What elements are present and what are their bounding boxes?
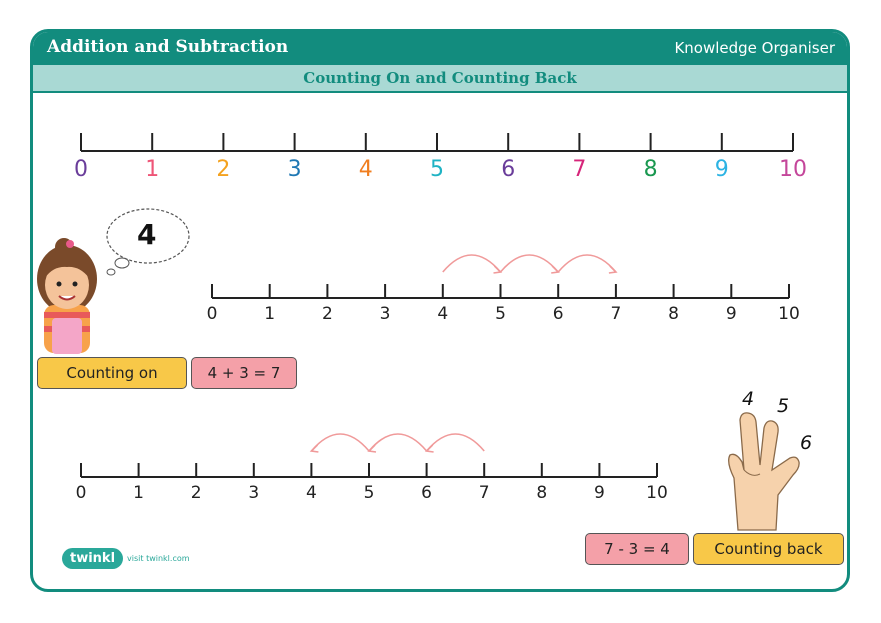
tick-label: 9 (594, 483, 605, 503)
jump-arc (425, 433, 485, 452)
tick-label: 4 (437, 304, 448, 324)
counting-back-number-line: 0 1 2 3 4 5 6 7 8 9 10 (76, 433, 668, 503)
jump-arc (557, 254, 617, 273)
tick-label: 9 (715, 157, 729, 182)
tick-label: 8 (668, 304, 679, 324)
tick-label: 8 (644, 157, 658, 182)
tick-label: 5 (364, 483, 375, 503)
counting-on-number-line: 0 1 2 3 4 5 6 7 8 9 10 (207, 254, 800, 324)
header-right-label: Knowledge Organiser (674, 39, 835, 57)
tick-label: 5 (430, 157, 444, 182)
knowledge-organiser-card: Addition and Subtraction Knowledge Organ… (30, 29, 850, 592)
counting-on-equation: 4 + 3 = 7 (191, 357, 297, 389)
tick-label: 10 (779, 157, 807, 182)
tick-label: 7 (479, 483, 490, 503)
finger-number-1: 4 (742, 388, 755, 410)
jump-arc (368, 433, 428, 452)
hand-illustration (728, 412, 800, 531)
finger-number-2: 5 (777, 395, 790, 417)
finger-number-3: 6 (800, 432, 813, 454)
page-title: Addition and Subtraction (47, 37, 289, 57)
tick-label: 4 (306, 483, 317, 503)
jump-arc (499, 254, 559, 273)
twinkl-brand: twinkl (62, 548, 124, 569)
girl-illustration (37, 238, 97, 354)
tick-label: 1 (264, 304, 275, 324)
tick-label: 3 (248, 483, 259, 503)
tick-label: 9 (726, 304, 737, 324)
tick-label: 8 (536, 483, 547, 503)
tick-label: 2 (322, 304, 333, 324)
counting-back-label: Counting back (693, 533, 844, 565)
tick-label: 0 (76, 483, 87, 503)
tick-label: 0 (74, 157, 88, 182)
tick-label: 10 (778, 304, 800, 324)
tick-label: 3 (288, 157, 302, 182)
thought-bubble (106, 208, 190, 276)
tick-label: 7 (610, 304, 621, 324)
subtitle-bar: Counting On and Counting Back (33, 65, 847, 93)
counting-on-label: Counting on (37, 357, 187, 389)
top-number-line: 0 1 2 3 4 5 6 7 8 9 10 (74, 133, 807, 182)
tick-label: 5 (495, 304, 506, 324)
tick-label: 0 (207, 304, 218, 324)
tick-label: 6 (501, 157, 515, 182)
jump-arrowhead (309, 444, 319, 453)
tick-label: 3 (380, 304, 391, 324)
jump-arc (310, 433, 370, 452)
tick-label: 6 (553, 304, 564, 324)
tick-label: 1 (133, 483, 144, 503)
tick-label: 1 (145, 157, 159, 182)
tick-label: 2 (216, 157, 230, 182)
tick-label: 10 (646, 483, 668, 503)
header-bar: Addition and Subtraction Knowledge Organ… (33, 32, 847, 65)
tick-label: 4 (359, 157, 373, 182)
jump-arc (442, 254, 502, 273)
tick-label: 2 (191, 483, 202, 503)
counting-back-equation: 7 - 3 = 4 (585, 533, 689, 565)
thought-number: 4 (137, 218, 157, 251)
page-subtitle: Counting On and Counting Back (303, 69, 577, 87)
twinkl-url: visit twinkl.com (127, 554, 190, 563)
tick-label: 7 (572, 157, 586, 182)
jump-arrowhead (608, 265, 618, 274)
tick-label: 6 (421, 483, 432, 503)
twinkl-logo: twinkl visit twinkl.com (62, 548, 190, 569)
